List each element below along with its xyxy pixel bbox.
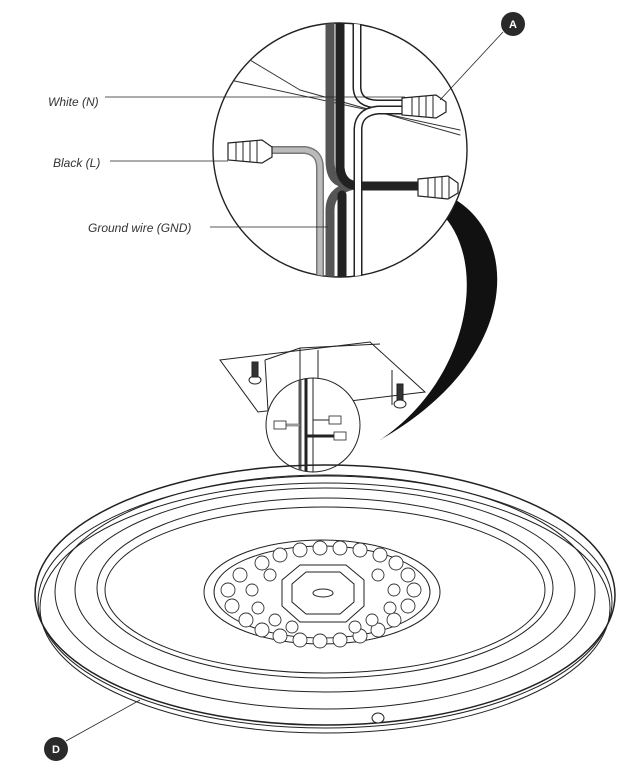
- wire-nut-white: [401, 94, 447, 119]
- marker-a-letter: A: [509, 19, 517, 31]
- fixture-screw: [371, 712, 385, 724]
- ground-wire: [325, 23, 355, 191]
- fixture-rim-lip: [37, 475, 613, 729]
- wire-nut-black: [417, 175, 459, 200]
- label-white-neutral: White (N): [48, 95, 99, 109]
- wiring-detail-zoom: [212, 22, 468, 278]
- fixture-diffuser: [104, 506, 546, 674]
- fixture-ring-2: [74, 487, 576, 693]
- zoom-connector-swoosh: [380, 200, 498, 440]
- fixture-rim-base: [39, 482, 611, 734]
- box-edge: [229, 79, 461, 131]
- marker-d-letter: D: [52, 744, 60, 756]
- marker-d-leader: [65, 699, 141, 742]
- marker-a-badge: A: [501, 12, 525, 36]
- wire-nut-left: [227, 139, 273, 164]
- mini-wire-nut: [273, 420, 287, 430]
- white-wire-down: [355, 107, 411, 277]
- connection-magnifier: [265, 377, 361, 473]
- fixture-outer-rim: [34, 464, 616, 726]
- label-ground-wire: Ground wire (GND): [88, 221, 191, 235]
- marker-d-badge: D: [44, 737, 68, 761]
- mini-wire-nut: [328, 415, 342, 425]
- fixture-ring-1: [54, 474, 596, 710]
- mounting-screw: [393, 383, 407, 409]
- ground-wire-down: [325, 181, 355, 277]
- mini-wire-nut: [333, 431, 347, 441]
- fixture-ring-3: [96, 497, 554, 679]
- black-lead-left: [262, 147, 323, 277]
- marker-a-leader: [439, 31, 504, 101]
- box-edge: [249, 59, 301, 91]
- ceiling-light-fixture: [34, 464, 616, 734]
- led-lens-array: [220, 540, 422, 649]
- label-black-line: Black (L): [53, 156, 100, 170]
- center-hole: [312, 588, 334, 598]
- mounting-screw: [248, 361, 262, 385]
- driver-housing: [281, 564, 365, 623]
- junction-box: [219, 341, 427, 413]
- white-wire: [354, 23, 411, 107]
